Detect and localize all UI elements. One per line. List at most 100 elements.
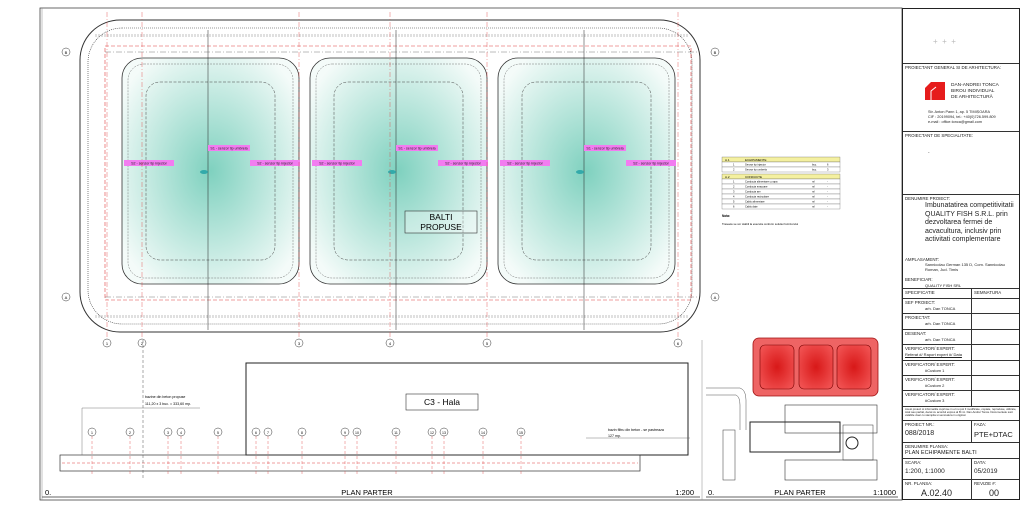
grid-axis-bubble [125, 427, 135, 437]
grid-axis-bubble [263, 427, 273, 437]
pond-bottom [521, 81, 652, 261]
firm-logo [925, 82, 945, 100]
role-row: VERIFICATOR/ EXPERT:Referat #/ Raport ex… [903, 344, 1019, 360]
grid-row-label: B [65, 50, 68, 55]
sensor-icon [388, 170, 396, 174]
legend-row [721, 183, 841, 190]
sheet-name: PLAN ECHIPAMENTE BALTI [905, 450, 977, 456]
grid-axis-bubble [251, 427, 261, 437]
sensor-s1-label: S1 - senzor tip umbrela [210, 147, 247, 151]
sheet-no-label: NR. PLANSA: [905, 481, 933, 486]
grid-col-label: 5 [486, 341, 489, 346]
sensor-label-bg [124, 160, 174, 166]
legend-cell: Conducta alimentare cu apa [745, 180, 778, 184]
basins-note: 111,20 x 3 buc. = 333,60 mp. [145, 402, 191, 406]
specialist-section: PROIECTANT DE SPECIALITATE: - [903, 131, 1019, 194]
legend-row [721, 193, 841, 200]
beneficiary: QUALITY FISH SRL [925, 283, 962, 288]
grid-col-label: 2 [141, 341, 144, 346]
legend-row [721, 166, 841, 173]
legend-row [721, 188, 841, 195]
legend-cell: 1 [733, 180, 735, 184]
sheet-name-label: DENUMIRE PLANSA: [905, 444, 949, 449]
grid-axis-bubble [137, 338, 147, 348]
grid-axis-bubble [297, 427, 307, 437]
scale-label: SCARA: [905, 460, 922, 465]
specialist-label: PROIECTANT DE SPECIALITATE: [905, 133, 973, 138]
grid-col-label: 4 [180, 431, 182, 435]
date-label: DATA: [974, 460, 987, 465]
role-value: #Custom 1 [925, 367, 945, 373]
sensor-label-bg [500, 160, 550, 166]
legend-cell: ml [812, 205, 815, 209]
hall-plan: C3 - Hala bazine din beton propuse 111,2… [59, 340, 690, 480]
sheet-no: A.02.40 [921, 488, 953, 498]
role-value: arh. Dan TONCA [925, 321, 956, 327]
role-value: #Custom 2 [925, 383, 945, 388]
grid-axis-bubble [482, 338, 492, 348]
role-row: SEF PROIECT:arh. Dan TONCA [903, 298, 1019, 314]
grid-axis-bubble [427, 427, 437, 437]
legend-cell: - [827, 201, 828, 204]
project-name: Imbunatatirea competitivitatii QUALITY F… [925, 202, 1014, 243]
grid-axis-bubble [391, 427, 401, 437]
view-scale: 1:200 [675, 488, 694, 497]
spec-label: SPECIFICATIE [905, 290, 935, 295]
grid-col-label: 14 [481, 431, 485, 435]
grid-axis-bubble [439, 427, 449, 437]
role-label: VERIFICATOR/ EXPERT: [905, 377, 955, 382]
legend-cell: 2 [733, 168, 735, 172]
sensor-s2-label: S2 - senzor tip injector [131, 162, 168, 166]
sheet-name-row: DENUMIRE PLANSA: PLAN ECHIPAMENTE BALTI [903, 442, 1019, 458]
legend-cell: Senzor tip umbrela [745, 168, 767, 172]
sensor-label-bg [208, 145, 250, 151]
phase-label: FAZA: [974, 422, 987, 427]
legend-cell: ml [812, 185, 815, 189]
legend-cell: Conducta evacuare [745, 185, 768, 189]
general-designer-section: PROIECTANT GENERAL SI DE ARHITECTURA: DA… [903, 63, 1019, 131]
beneficiary-label: BENEFICIAR: [905, 277, 933, 282]
mini-site-plan [706, 337, 879, 481]
grid-axis-bubble [87, 427, 97, 437]
grid-col-label: 3 [167, 431, 169, 435]
grid-axis-bubble [352, 427, 362, 437]
project-number-row: PROIECT NR.: 088/2018 FAZA: PTE+DTAC [903, 420, 1019, 442]
mini-view-number: 0. [708, 488, 714, 497]
ponds-label-box [404, 210, 478, 234]
scale-row: SCARA: 1:200, 1:1000 DATA: 05/2019 [903, 458, 1019, 479]
legend-title: CONDUCTE [745, 175, 762, 179]
pond-slope [503, 63, 670, 279]
role-label: VERIFICATOR/ EXPERT: [905, 361, 955, 367]
project-section: DENUMIRE PROIECT: Imbunatatirea competit… [903, 194, 1019, 296]
legend-row [721, 161, 841, 168]
sensor-label-bg [312, 160, 362, 166]
sensor-s2-label: S2 - senzor tip injector [633, 162, 670, 166]
grid-axis-bubble [673, 338, 683, 348]
legend-cell: buc. [812, 163, 817, 167]
sensor-label-bg [250, 160, 300, 166]
sensor-label-bg [438, 160, 488, 166]
date: 05/2019 [974, 468, 998, 475]
project-no: 088/2018 [905, 430, 935, 437]
firm-address: Str. Anton Pann 1, ap. 5 TIMIȘOARA [928, 110, 990, 114]
role-row: PROIECTAT:arh. Dan TONCA [903, 313, 1019, 329]
sensor-label-bg [396, 145, 438, 151]
sensor-icon [576, 170, 584, 174]
stamp-area: + + + [933, 37, 956, 46]
pond [121, 57, 300, 285]
legend-cell: 6 [733, 205, 735, 209]
pond-bottom [145, 81, 276, 261]
phase: PTE+DTAC [974, 430, 1013, 439]
role-row: VERIFICATOR/ EXPERT:#Custom 2 [903, 375, 1019, 391]
firm-email: e-mail : office.tonca@gmail.com [928, 120, 983, 124]
pond-bottom [333, 81, 464, 261]
general-designer-label: PROIECTANT GENERAL SI DE ARHITECTURA: [905, 65, 1002, 70]
signature-label: SEMNATURA [974, 290, 1002, 295]
grid-row-label: B [714, 50, 717, 55]
sensor-s2-label: S2 - senzor tip injector [319, 162, 356, 166]
grid-col-label: 6 [255, 431, 257, 435]
legend-cell: Conducta recirculare [745, 195, 769, 199]
firm-name: DE ARHITECTURĂ [951, 95, 993, 100]
grid-axis-bubble [516, 427, 526, 437]
